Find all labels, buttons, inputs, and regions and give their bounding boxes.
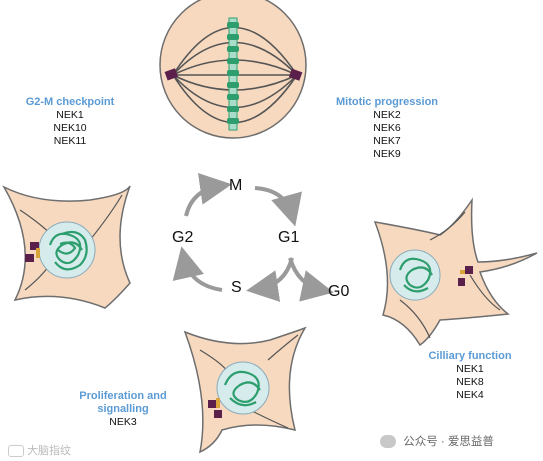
- phase-g2: G2: [172, 229, 194, 246]
- cilia-title: Cilliary function: [428, 350, 512, 362]
- centrosome-icon: [25, 254, 34, 262]
- mitotic-cell: [159, 0, 307, 139]
- mitotic-gene: NEK7: [373, 135, 401, 147]
- video-icon: [8, 445, 24, 458]
- mitotic-gene: NEK9: [373, 148, 401, 160]
- centrosome-icon: [465, 266, 473, 274]
- g2m-group: G2-M checkpoint NEK1 NEK10 NEK11: [10, 96, 130, 148]
- mitotic-title: Mitotic progression: [335, 96, 439, 108]
- g2-to-m-arrow: [184, 172, 232, 217]
- metaphase-chromosomes: [227, 17, 239, 131]
- cilia-cell: [373, 197, 538, 347]
- g2m-gene: NEK10: [53, 122, 87, 134]
- g1-to-g0-arrow: [288, 257, 334, 302]
- centrosome-icon: [458, 278, 465, 286]
- proliferation-gene: NEK3: [109, 416, 137, 428]
- mitotic-gene: NEK2: [373, 109, 401, 121]
- centrosome-icon: [288, 68, 303, 81]
- g1-to-s-arrow: [246, 257, 294, 302]
- proliferation-title-line1: Proliferation and: [79, 390, 167, 402]
- g2m-gene: NEK11: [53, 135, 87, 147]
- g2m-title: G2-M checkpoint: [25, 96, 115, 108]
- centrosome-icon: [214, 410, 222, 418]
- centrosome-icon: [30, 242, 39, 250]
- phase-m: M: [229, 177, 243, 194]
- watermark-left-text: 大脑指纹: [27, 445, 72, 457]
- proliferation-title-line2: signalling: [97, 403, 149, 415]
- g2m-gene: NEK1: [56, 109, 84, 121]
- centrosome-icon: [164, 68, 179, 81]
- phase-s: S: [231, 279, 242, 296]
- cilia-group: Cilliary function NEK1 NEK8 NEK4: [415, 350, 525, 402]
- m-to-g1-arrow: [254, 186, 303, 227]
- wechat-icon: [380, 435, 396, 449]
- chromatin: [398, 257, 433, 293]
- proliferation-cell: [183, 326, 307, 454]
- s-to-g2-arrow: [172, 246, 223, 292]
- g2m-cell: [2, 185, 131, 309]
- cilia-gene: NEK4: [456, 389, 484, 401]
- cycle-arrows: [172, 172, 334, 302]
- phase-g1: G1: [278, 229, 300, 246]
- mitotic-gene: NEK6: [373, 122, 401, 134]
- footer-text: 公众号 · 爱思益普: [403, 436, 494, 448]
- mitotic-group: Mitotic progression NEK2 NEK6 NEK7 NEK9: [322, 96, 452, 161]
- centrosome-icon: [208, 400, 216, 408]
- cilia-gene: NEK1: [456, 363, 484, 375]
- chromatin: [223, 370, 261, 407]
- phase-g0: G0: [328, 283, 350, 300]
- proliferation-group: Proliferation and signalling NEK3: [58, 390, 188, 429]
- cilia-gene: NEK8: [456, 376, 484, 388]
- watermark-left: 大脑指纹: [8, 442, 71, 458]
- chromatin: [48, 230, 88, 271]
- footer-account: 公众号 · 爱思益普: [380, 433, 494, 449]
